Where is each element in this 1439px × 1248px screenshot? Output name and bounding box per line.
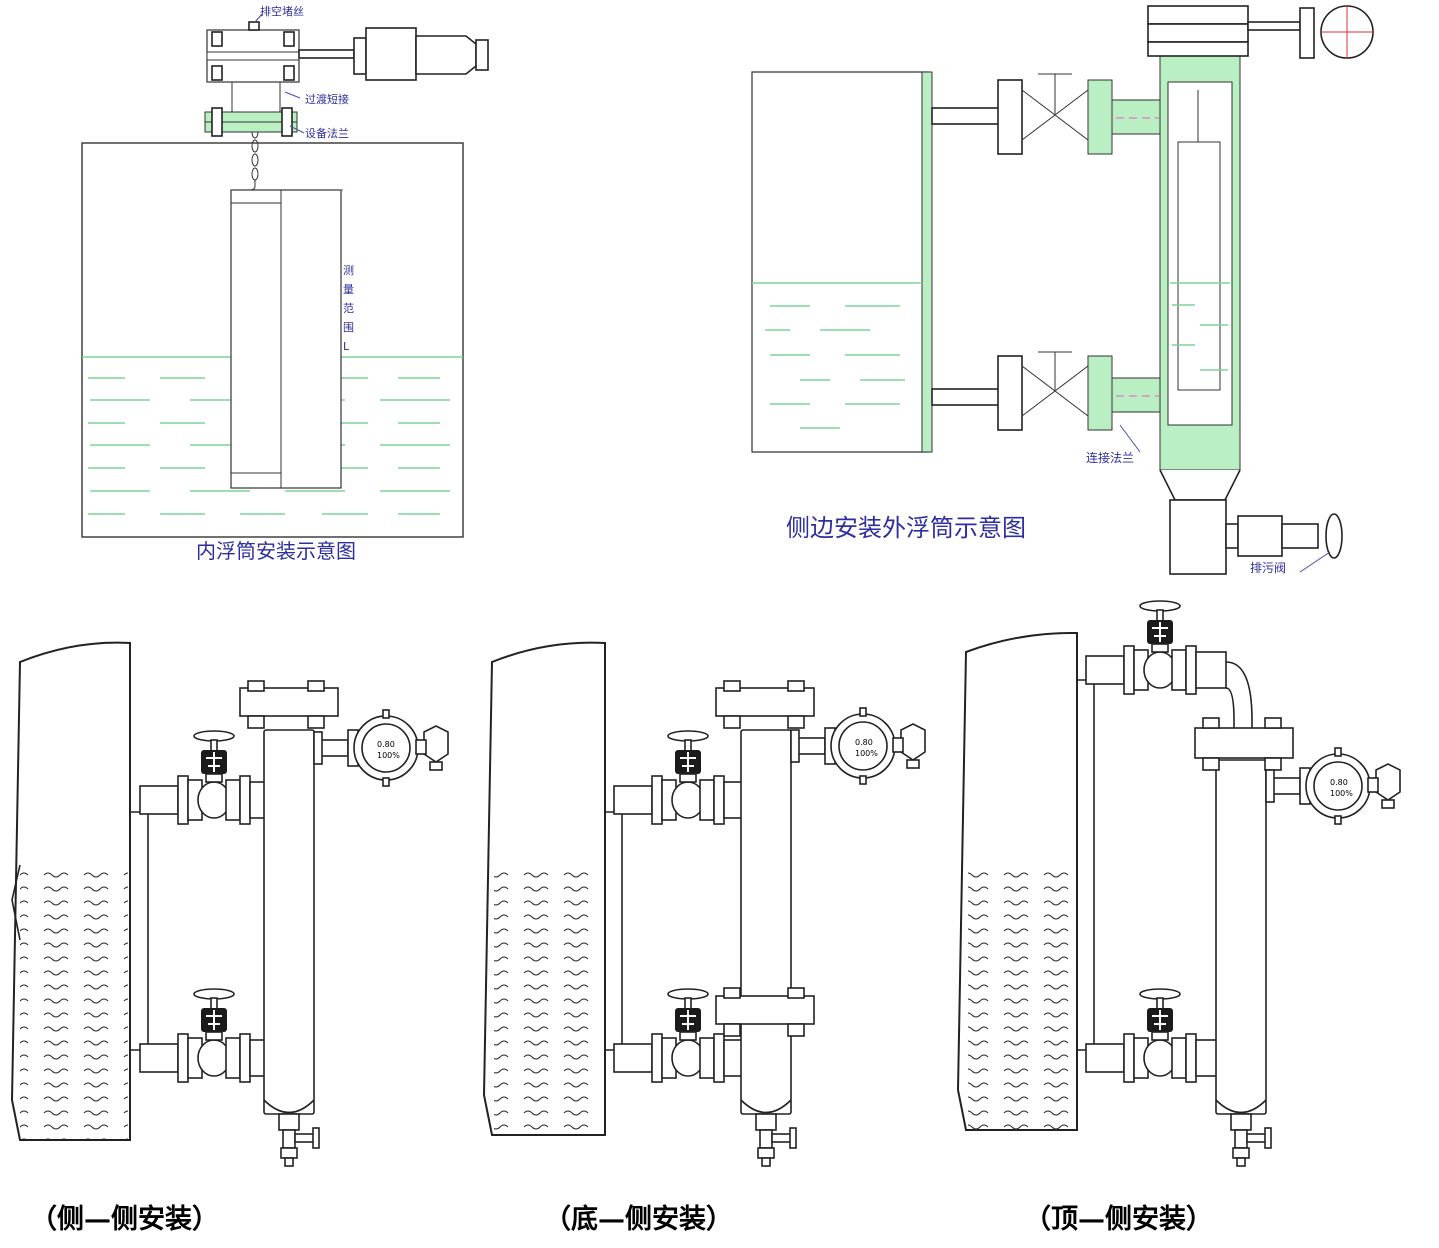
top-side-diagram: 0.80 100% （顶—侧安装） [956, 601, 1401, 1235]
caption-side-external-float: 侧边安装外浮筒示意图 [786, 514, 1026, 542]
side-water [752, 282, 922, 429]
label-measuring-range: 测 量 范 围 L [343, 264, 354, 353]
caption-inner-float: 内浮筒安装示意图 [196, 539, 356, 563]
label-equipment-flange: 设备法兰 [305, 126, 349, 140]
caption-bottom-side: （底—侧安装） [544, 1203, 733, 1235]
inner-float [230, 189, 342, 489]
svg-text:100%: 100% [1330, 789, 1353, 798]
side-external-float-diagram: 连接法兰 排污阀 侧边安装外浮筒示意图 [751, 5, 1374, 575]
bottom-side-diagram: 0.80 100% （底—侧安装） [482, 641, 926, 1235]
label-drain-valve: 排污阀 [1250, 561, 1286, 575]
svg-text:L: L [343, 340, 350, 353]
svg-text:测: 测 [343, 264, 354, 277]
svg-text:100%: 100% [855, 749, 878, 758]
inner-float-diagram: 排空堵丝 过渡短接 设备法兰 测 量 范 围 L 内浮筒安装示意图 [81, 4, 489, 563]
label-transition-piece: 过渡短接 [305, 92, 349, 106]
caption-top-side: （顶—侧安装） [1024, 1204, 1213, 1235]
label-vent-plug: 排空堵丝 [260, 4, 304, 18]
top-side-chamber [1215, 759, 1267, 1115]
svg-text:100%: 100% [377, 751, 400, 760]
label-connect-flange: 连接法兰 [1086, 450, 1134, 465]
side-side-diagram: 0.80 100% （侧—侧安装） [10, 641, 449, 1235]
side-side-chamber [263, 729, 315, 1115]
svg-text:0.80: 0.80 [855, 738, 873, 747]
svg-text:量: 量 [343, 283, 354, 296]
svg-text:0.80: 0.80 [1330, 778, 1348, 787]
caption-side-side: （侧—侧安装） [30, 1204, 219, 1235]
svg-text:0.80: 0.80 [377, 740, 395, 749]
bottom-side-chamber [740, 729, 792, 1115]
svg-text:围: 围 [343, 321, 354, 334]
svg-text:范: 范 [343, 301, 354, 315]
